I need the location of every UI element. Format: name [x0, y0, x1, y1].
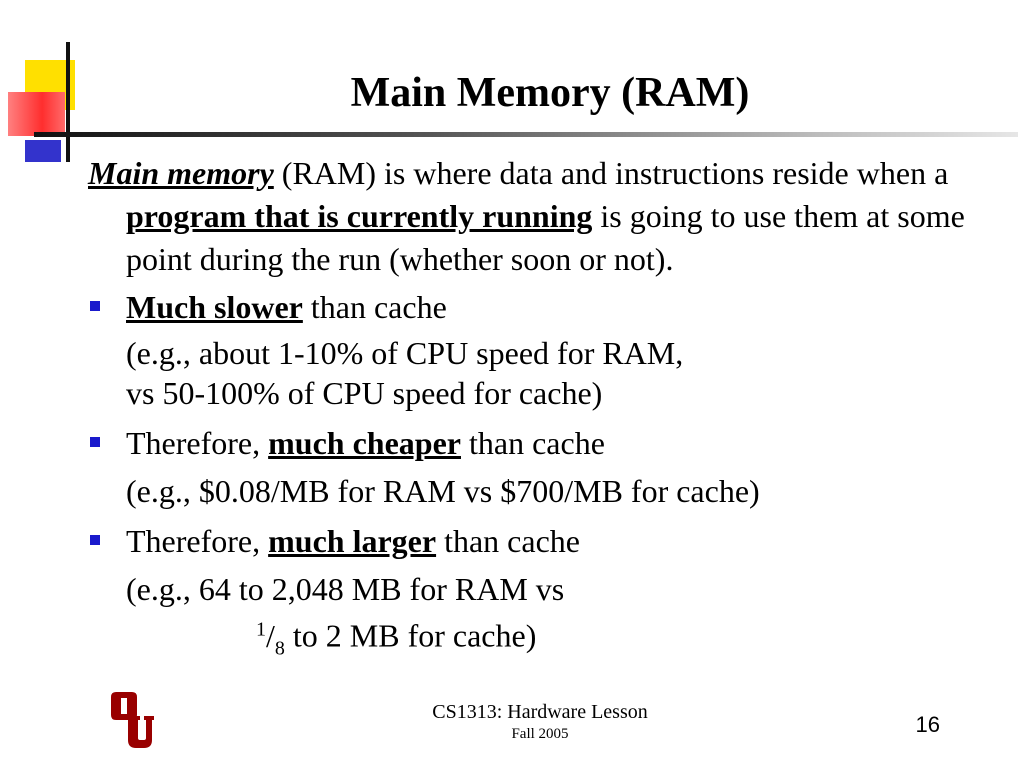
- square-bullet-icon: [90, 301, 100, 311]
- bullet-2-suffix: than cache: [460, 425, 605, 461]
- intro-emphasis: program that is currently running: [126, 198, 593, 234]
- bullet-item-3: Therefore, much larger than cache: [88, 521, 968, 561]
- bullet-3-emphasis: much larger: [268, 523, 437, 559]
- fraction-numerator: 1: [256, 618, 266, 640]
- slide-title: Main Memory (RAM): [350, 70, 750, 116]
- slide-body: Main memory (RAM) is where data and inst…: [88, 152, 968, 668]
- page-number: 16: [915, 712, 940, 737]
- bullet-2-detail: (e.g., $0.08/MB for RAM vs $700/MB for c…: [88, 471, 968, 511]
- footer-term: Fall 2005: [511, 726, 569, 742]
- intro-paragraph: Main memory (RAM) is where data and inst…: [88, 152, 968, 281]
- bullet-3-suffix: than cache: [436, 523, 580, 559]
- decor-red-square: [8, 92, 65, 136]
- bullet-item-1: Much slower than cache: [88, 287, 968, 327]
- bullet-1-detail-line2: vs 50-100% of CPU speed for cache): [126, 375, 603, 411]
- bullet-3-prefix: Therefore,: [126, 523, 269, 559]
- bullet-item-2: Therefore, much cheaper than cache: [88, 423, 968, 463]
- bullet-2-detail-line1: (e.g., $0.08/MB for RAM vs $700/MB for c…: [126, 473, 760, 509]
- bullet-2-emphasis: much cheaper: [268, 425, 461, 461]
- intro-text-2: is going to use them at some point durin…: [126, 198, 965, 277]
- bullet-1-suffix: than cache: [302, 289, 447, 325]
- bullet-1-emphasis: Much slower: [126, 289, 303, 325]
- slide-footer: CS1313: Hardware Lesson Fall 2005: [370, 700, 710, 744]
- ou-logo-icon: [111, 692, 154, 748]
- decor-blue-square: [25, 140, 61, 162]
- square-bullet-icon: [90, 437, 100, 447]
- decor-vertical-line: [66, 42, 70, 162]
- bullet-3-detail-rest: to 2 MB for cache): [284, 617, 537, 654]
- intro-text-1: (RAM) is where data and instructions res…: [273, 155, 949, 191]
- square-bullet-icon: [90, 535, 100, 545]
- bullet-3-detail: (e.g., 64 to 2,048 MB for RAM vs 1/8 to …: [88, 569, 968, 668]
- intro-term: Main memory: [88, 155, 274, 191]
- bullet-3-detail-line2: 1/8 to 2 MB for cache): [126, 609, 968, 668]
- title-divider: [34, 132, 1018, 137]
- fraction-one-eighth: 1/8: [256, 617, 285, 660]
- bullet-3-detail-line1: (e.g., 64 to 2,048 MB for RAM vs: [126, 571, 565, 607]
- fraction-denominator: 8: [274, 637, 285, 660]
- bullet-1-detail-line1: (e.g., about 1-10% of CPU speed for RAM,: [126, 335, 684, 371]
- footer-course: CS1313: Hardware Lesson: [432, 701, 648, 723]
- bullet-2-prefix: Therefore,: [126, 425, 269, 461]
- bullet-1-detail: (e.g., about 1-10% of CPU speed for RAM,…: [88, 333, 968, 413]
